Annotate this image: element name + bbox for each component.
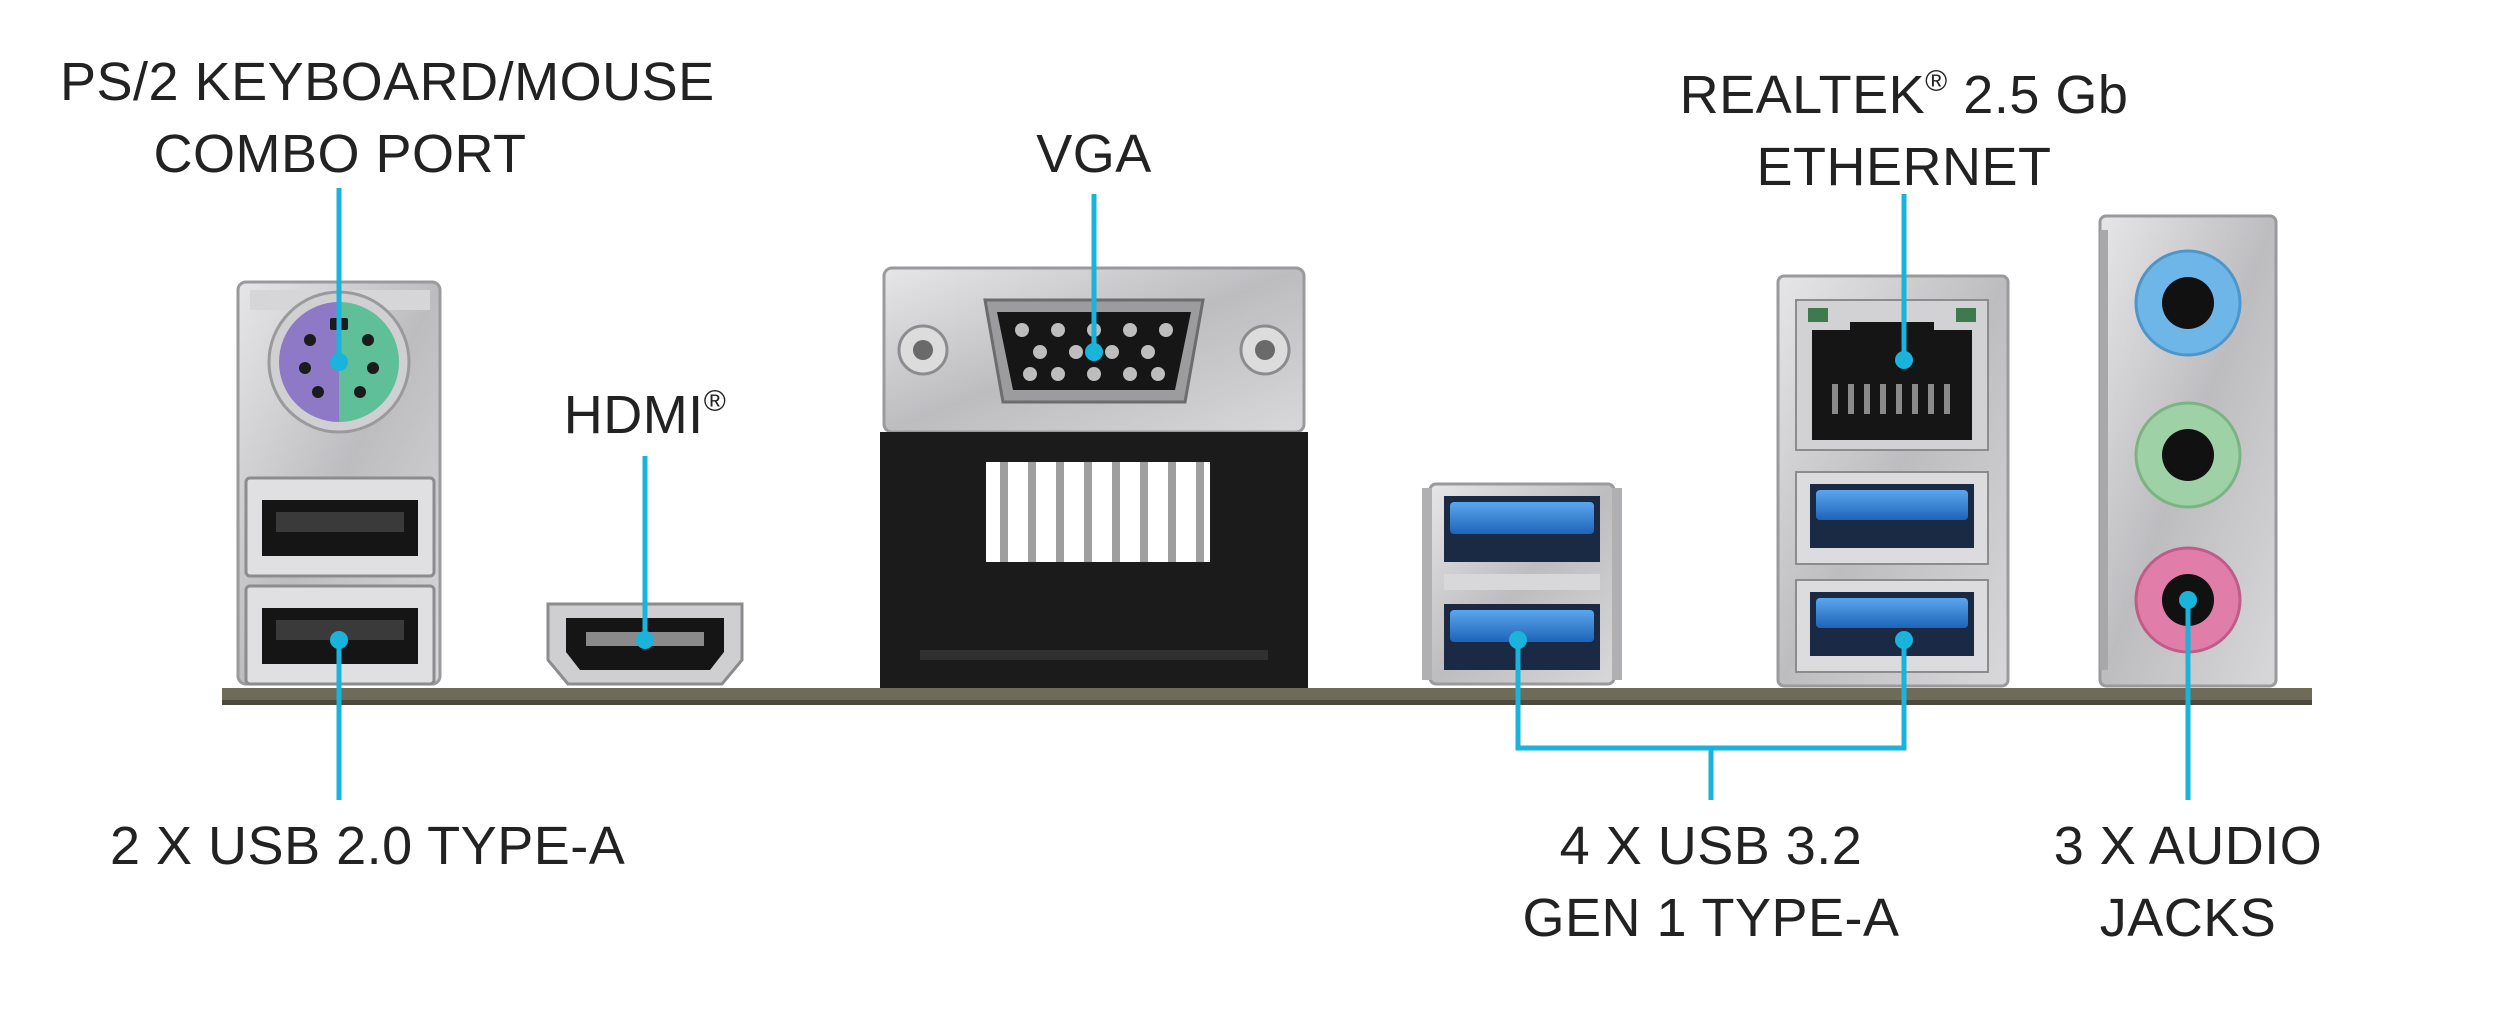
- ethernet-label-brand: REALTEK: [1679, 65, 1926, 125]
- audio-label-line1: 3 X AUDIO: [2053, 816, 2323, 876]
- vga-label: VGA: [994, 118, 1194, 190]
- ethernet-label-line1: REALTEK® 2.5 Gb: [1654, 46, 2154, 131]
- hdmi-registered-mark: ®: [703, 385, 727, 418]
- usb2-label: 2 X USB 2.0 TYPE-A: [110, 810, 626, 882]
- ethernet-label: REALTEK® 2.5 Gb ETHERNET: [1654, 46, 2154, 203]
- ps2-label: PS/2 KEYBOARD/MOUSE COMBO PORT: [60, 46, 715, 190]
- callout-dots: [330, 343, 2197, 649]
- audio-label: 3 X AUDIO JACKS: [2028, 810, 2348, 954]
- hdmi-label-name: HDMI: [563, 385, 704, 445]
- vga-label-text: VGA: [1036, 124, 1152, 184]
- ethernet-port-icon: [1776, 274, 2010, 688]
- usb3-label-line2: GEN 1 TYPE-A: [1522, 888, 1900, 948]
- audio-jack-icon: [2098, 214, 2278, 688]
- vga-port-icon: [880, 266, 1308, 688]
- usb3-label: 4 X USB 3.2 GEN 1 TYPE-A: [1511, 810, 1911, 954]
- audio-label-line2: JACKS: [2099, 888, 2277, 948]
- callout-lines: [336, 188, 2191, 800]
- ethernet-label-line2: ETHERNET: [1756, 137, 2052, 197]
- usb2-label-text: 2 X USB 2.0 TYPE-A: [110, 816, 626, 876]
- ps2-label-line1: PS/2 KEYBOARD/MOUSE: [60, 52, 715, 112]
- ps2-label-line2: COMBO PORT: [153, 124, 527, 184]
- hdmi-label: HDMI®: [520, 366, 770, 451]
- usb3-label-line1: 4 X USB 3.2: [1559, 816, 1863, 876]
- hdmi-label-text: HDMI®: [520, 366, 770, 451]
- usb3-port-icon: [1422, 482, 1622, 686]
- ethernet-label-speed: 2.5 Gb: [1947, 65, 2129, 125]
- ethernet-registered-mark: ®: [1925, 65, 1948, 98]
